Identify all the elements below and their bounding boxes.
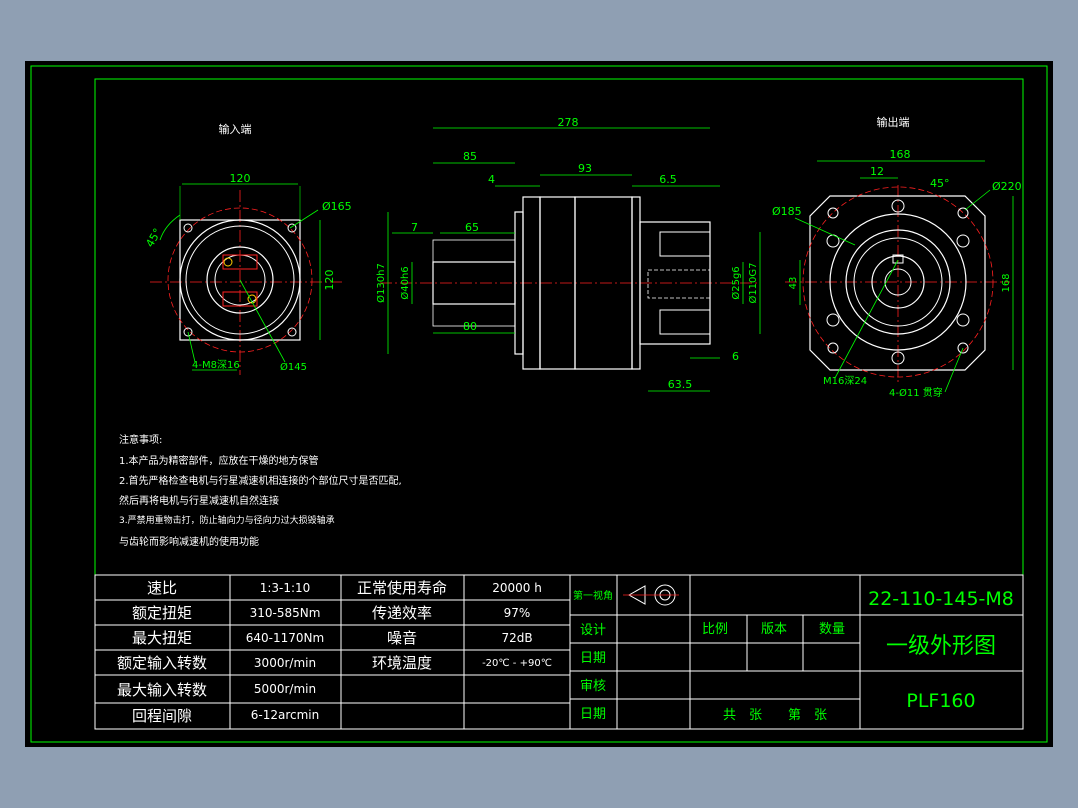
spec-value-noise: 72dB <box>501 631 532 645</box>
notes-line-2: 2.首先严格检查电机与行星减速机相连接的个部位尺寸是否匹配, <box>119 476 402 487</box>
spec-value-backlash: 6-12arcmin <box>251 708 319 722</box>
input-dim-width: 120 <box>230 172 251 185</box>
side-dim-total: 278 <box>558 116 579 129</box>
input-dim-height: 120 <box>323 270 336 291</box>
input-end-view: 输入端 120 120 Ø165 Ø145 45° 4-M8深16 <box>143 122 352 375</box>
side-dim-93: 93 <box>578 162 592 175</box>
tb-date1: 日期 <box>580 651 606 666</box>
notes-line-5: 与齿轮而影响减速机的使用功能 <box>119 537 259 548</box>
drawing-sheet: 输入端 120 120 Ø165 Ø145 45° 4-M8深16 <box>25 61 1053 747</box>
spec-label-temp: 环境温度 <box>372 654 432 672</box>
spec-label-ratio: 速比 <box>147 579 177 597</box>
spec-label-life: 正常使用寿命 <box>357 579 447 597</box>
side-dim-4: 4 <box>488 173 495 186</box>
side-dim-6-5: 6.5 <box>659 173 677 186</box>
spec-table-text: 速比 1:3-1:10 正常使用寿命 20000 h 额定扭矩 310-585N… <box>117 579 552 725</box>
spec-label-efficiency: 传递效率 <box>372 604 432 622</box>
tb-scale: 比例 <box>702 622 728 637</box>
spec-table <box>94 574 571 730</box>
side-dim-d130: Ø130h7 <box>375 263 387 303</box>
spec-value-rated-torque: 310-585Nm <box>250 606 321 620</box>
output-dim-12: 12 <box>870 165 884 178</box>
output-dim-angle: 45° <box>930 177 950 190</box>
side-dim-d110: Ø110G7 <box>747 262 759 303</box>
output-dim-43: 43 <box>788 277 799 290</box>
notes-line-1: 1.本产品为精密部件，应放在干燥的地方保管 <box>119 456 319 467</box>
spec-value-ratio: 1:3-1:10 <box>260 581 311 595</box>
side-view: 278 85 93 4 6.5 7 65 80 6 63.5 Ø130h7 Ø4… <box>375 116 761 392</box>
input-view-label: 输入端 <box>219 122 252 136</box>
title-block-text: 第一视角 设计 日期 审核 日期 比例 版本 数量 共 张 第 张 22-110… <box>573 588 1014 723</box>
output-dim-168-vertical: 168 <box>1001 273 1012 292</box>
spec-value-max-torque: 640-1170Nm <box>246 631 324 645</box>
side-dim-80: 80 <box>463 320 477 333</box>
output-end-view: 输出端 168 12 45° Ø220 Ø185 43 168 M16深24 4… <box>772 115 1022 399</box>
side-dim-7: 7 <box>411 221 418 234</box>
spec-value-max-speed: 5000r/min <box>254 682 316 696</box>
output-dim-m16: M16深24 <box>823 375 867 387</box>
tb-review: 审核 <box>580 679 606 694</box>
side-dim-63-5: 63.5 <box>668 378 693 391</box>
tb-design: 设计 <box>580 623 606 638</box>
spec-label-rated-torque: 额定扭矩 <box>132 604 192 622</box>
input-dim-pcd: Ø165 <box>322 200 352 213</box>
notes-line-4: 3.严禁用重物击打，防止轴向力与径向力过大损毁轴承 <box>119 516 335 526</box>
tb-projection: 第一视角 <box>573 589 613 602</box>
notes-title: 注意事项: <box>119 435 163 446</box>
output-view-label: 输出端 <box>877 115 910 129</box>
outer-border <box>30 65 1048 743</box>
tb-drawing-number: 22-110-145-M8 <box>868 588 1014 610</box>
side-dim-85: 85 <box>463 150 477 163</box>
output-dim-d220: Ø220 <box>992 180 1022 193</box>
spec-label-noise: 噪音 <box>387 629 417 647</box>
output-dim-168: 168 <box>890 148 911 161</box>
projection-symbol <box>623 584 679 606</box>
input-dim-bolt-circle: Ø145 <box>280 361 307 373</box>
input-dim-angle: 45° <box>143 226 164 249</box>
spec-label-max-speed: 最大输入转数 <box>117 681 207 699</box>
spec-value-efficiency: 97% <box>504 606 531 620</box>
notes-line-3: 然后再将电机与行星减速机自然连接 <box>119 496 279 507</box>
tb-date2: 日期 <box>580 707 606 722</box>
output-dim-d185: Ø185 <box>772 205 802 218</box>
tb-sheets: 共 张 第 张 <box>723 708 827 723</box>
side-dim-d25: Ø25g6 <box>730 266 742 299</box>
spec-label-rated-speed: 额定输入转数 <box>117 654 207 672</box>
side-dim-6: 6 <box>732 350 739 363</box>
spec-label-backlash: 回程间隙 <box>132 707 192 725</box>
drawing-canvas: 输入端 120 120 Ø165 Ø145 45° 4-M8深16 <box>30 65 1048 743</box>
tb-drawing-title: 一级外形图 <box>886 634 996 659</box>
side-dim-65: 65 <box>465 221 479 234</box>
input-dim-holes: 4-M8深16 <box>192 359 240 371</box>
spec-value-temp: -20℃ - +90℃ <box>482 658 552 669</box>
spec-value-rated-speed: 3000r/min <box>254 656 316 670</box>
tb-quantity: 数量 <box>819 622 845 637</box>
tb-model: PLF160 <box>906 690 975 712</box>
side-dim-d40: Ø40h6 <box>399 266 411 299</box>
spec-value-life: 20000 h <box>492 581 542 595</box>
output-dim-holes: 4-Ø11 贯穿 <box>889 386 943 399</box>
spec-label-max-torque: 最大扭矩 <box>132 629 192 647</box>
title-block <box>569 574 1024 730</box>
tb-version: 版本 <box>761 622 787 637</box>
